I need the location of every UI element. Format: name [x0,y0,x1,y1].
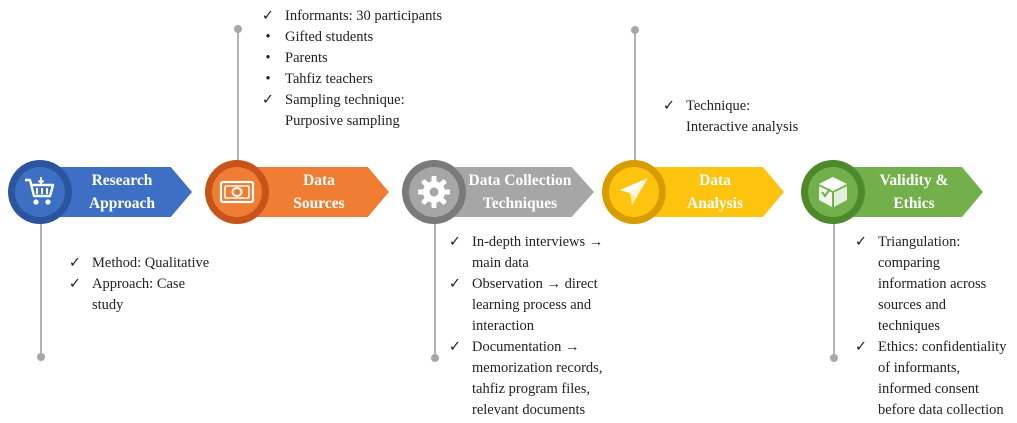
list-item: ✓ Method: Qualitative [66,253,246,274]
list-item-text: Observation → direct learning process an… [472,276,598,334]
check-icon: ✓ [662,98,676,114]
connector-dot-research [37,353,45,361]
check-icon: ✓ [854,234,868,250]
list-item-text: Sampling technique: Purposive sampling [285,92,405,129]
shopping-cart-icon [25,177,55,205]
bullet-icon: • [265,29,271,45]
bullet-icon: • [265,71,271,87]
check-icon: ✓ [448,234,462,250]
list-item-text: Technique: Interactive analysis [686,98,799,135]
list-item: ✓ Sampling technique: Purposive sampling [259,90,519,132]
connector-dot-analysis [631,26,639,34]
stage-circle-research [8,160,72,224]
list-item-text: Documentation → memorization records, ta… [472,339,603,418]
stage-label-validity: Validity & Ethics [879,172,949,212]
list-item: ✓ Documentation → memorization records, t… [446,337,646,421]
check-icon: ✓ [448,276,462,292]
check-icon: ✓ [68,255,82,271]
list-item: ✓ Informants: 30 participants [259,6,519,27]
connector-line-research [40,205,42,357]
stage-circle-inner-collection [409,167,459,217]
list-item-text: Method: Qualitative [92,255,210,271]
stage-list-research: ✓ Method: Qualitative ✓ Approach: Case stu… [66,253,246,316]
stage-list-collection: ✓ In-depth interviews → main data ✓ Observ… [446,232,646,421]
stage-list-validity: ✓ Triangulation: comparing information ac… [852,232,1017,421]
list-item-text: Approach: Case study [92,276,186,313]
connector-dot-collection [431,354,439,362]
check-icon: ✓ [261,8,275,24]
list-item: • Parents [259,48,519,69]
list-item-text: Informants: 30 participants [285,8,443,24]
check-icon: ✓ [261,92,275,108]
stage-list-sources: ✓ Informants: 30 participants • Gifted stu… [259,6,519,132]
list-item: ✓ Technique: Interactive analysis [660,96,860,138]
connector-dot-validity [830,354,838,362]
stage-label-research: Research Approach [88,172,156,212]
list-item-text: Triangulation: comparing information acr… [878,234,987,334]
bullet-icon: • [265,50,271,66]
check-icon: ✓ [854,339,868,355]
gear-icon [418,176,450,208]
stage-circle-analysis [602,160,666,224]
stage-circle-inner-validity [808,167,858,217]
list-item-text: Tahfiz teachers [285,71,373,87]
connector-line-collection [434,210,436,358]
connector-line-sources [237,30,239,165]
list-item: • Gifted students [259,27,519,48]
list-item: ✓ Ethics: confidentiality of informants, … [852,337,1017,421]
stage-circle-validity [801,160,865,224]
stage-list-analysis: ✓ Technique: Interactive analysis [660,96,860,138]
list-item-text: Parents [285,50,328,66]
list-item: ✓ Approach: Case study [66,274,246,316]
list-item: ✓ Observation → direct learning process a… [446,274,646,337]
list-item-text: Gifted students [285,29,374,45]
check-icon: ✓ [68,276,82,292]
list-item: • Tahfiz teachers [259,69,519,90]
money-bill-icon [219,180,255,204]
stage-circle-inner-research [15,167,65,217]
stage-circle-collection [402,160,466,224]
list-item-text: In-depth interviews → main data [472,234,604,271]
stage-circle-inner-sources [212,167,262,217]
list-item-text: Ethics: confidentiality of informants, i… [878,339,1007,418]
stage-label-analysis: Data Analysis [687,172,743,212]
connector-dot-sources [234,25,242,33]
stage-circle-inner-analysis [609,167,659,217]
stage-circle-sources [205,160,269,224]
stage-label-sources: Data Sources [293,172,345,212]
box-icon [819,177,847,207]
list-item: ✓ In-depth interviews → main data [446,232,646,274]
stage-label-collection: Data Collection Techniques [468,172,572,212]
paper-plane-icon [620,178,648,205]
list-item: ✓ Triangulation: comparing information ac… [852,232,1017,337]
check-icon: ✓ [448,339,462,355]
connector-line-validity [833,210,835,358]
connector-line-analysis [634,32,636,167]
